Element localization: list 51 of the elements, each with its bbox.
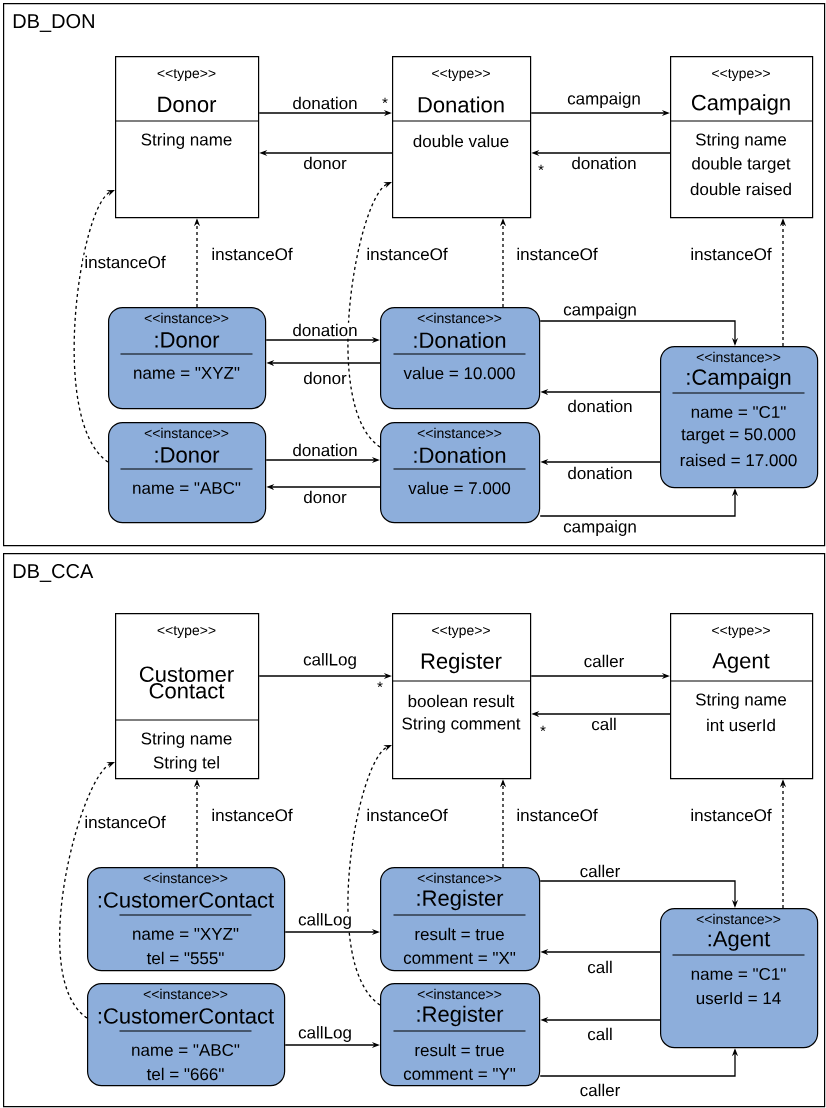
instance-box: <<instance>> :CustomerContact name = "ABC" tel = "666" — [87, 983, 286, 1087]
instance-box: <<instance>> :Agent name = "C1" userId = 14 — [660, 908, 819, 1049]
edge-label: instanceOf — [210, 246, 294, 262]
instance-box: <<instance>> :Donor name = "ABC" — [108, 422, 267, 524]
edge-label: caller — [578, 863, 622, 879]
instance-box: <<instance>> :CustomerContact name = "XYZ" tel = "555" — [87, 867, 286, 972]
edge-label: donor — [302, 489, 348, 505]
instance-box: <<instance>> :Donation value = 10.000 — [380, 307, 541, 410]
class-box: <<type>> Customer Contact String name String tel — [114, 613, 260, 780]
edge-label: donor — [302, 370, 348, 386]
edge-label: call — [586, 1026, 614, 1042]
edge-label: instanceOf — [83, 254, 167, 270]
edge-label: donor — [302, 155, 348, 171]
edge-label: callLog — [297, 1025, 353, 1043]
edge-label: call — [590, 716, 618, 732]
class-box: <<type>> Campaign String name double target double raised — [669, 56, 814, 219]
edge-label: instanceOf — [365, 807, 449, 823]
edge-label: instanceOf — [365, 246, 449, 262]
edge-label: campaign — [566, 91, 642, 109]
multiplicity-label: * — [377, 681, 383, 688]
edge-label: caller — [582, 653, 626, 669]
class-box: <<type>> Donor String name — [114, 56, 260, 219]
edge-label: instanceOf — [515, 246, 599, 262]
edge-label: callLog — [302, 652, 358, 670]
edge-label: donation — [291, 442, 359, 458]
edge-label: donation — [291, 322, 359, 338]
edge-label: instanceOf — [689, 807, 773, 823]
multiplicity-label: * — [382, 97, 388, 104]
edge-label: campaign — [562, 302, 638, 320]
edge-label: instanceOf — [83, 814, 167, 830]
edge-label: callLog — [297, 912, 353, 930]
instance-box: <<instance>> :Donor name = "XYZ" — [108, 307, 267, 410]
edge-label: caller — [578, 1082, 622, 1098]
instance-box: <<instance>> :Register result = true comment = "X" — [380, 867, 541, 972]
edge-label: instanceOf — [689, 246, 773, 262]
edge-label: donation — [570, 155, 638, 171]
class-box: <<type>> Register boolean result String comment — [391, 613, 532, 780]
edge-label: donation — [566, 465, 634, 481]
edge-label: instanceOf — [515, 807, 599, 823]
edge-label: donation — [291, 95, 359, 111]
edge-label: call — [586, 959, 614, 975]
instance-box: <<instance>> :Register result = true comment = "Y" — [380, 983, 541, 1087]
multiplicity-label: * — [540, 725, 546, 732]
class-box: <<type>> Agent String name int userId — [669, 613, 814, 780]
edge-label: campaign — [562, 519, 638, 537]
edge-label: instanceOf — [210, 807, 294, 823]
instance-box: <<instance>> :Donation value = 7.000 — [380, 422, 541, 524]
class-box: <<type>> Donation double value — [391, 56, 532, 219]
edge-label: donation — [566, 398, 634, 414]
multiplicity-label: * — [538, 164, 544, 171]
instance-box: <<instance>> :Campaign name = "C1" target = 50.000 raised = 17.000 — [660, 346, 819, 489]
